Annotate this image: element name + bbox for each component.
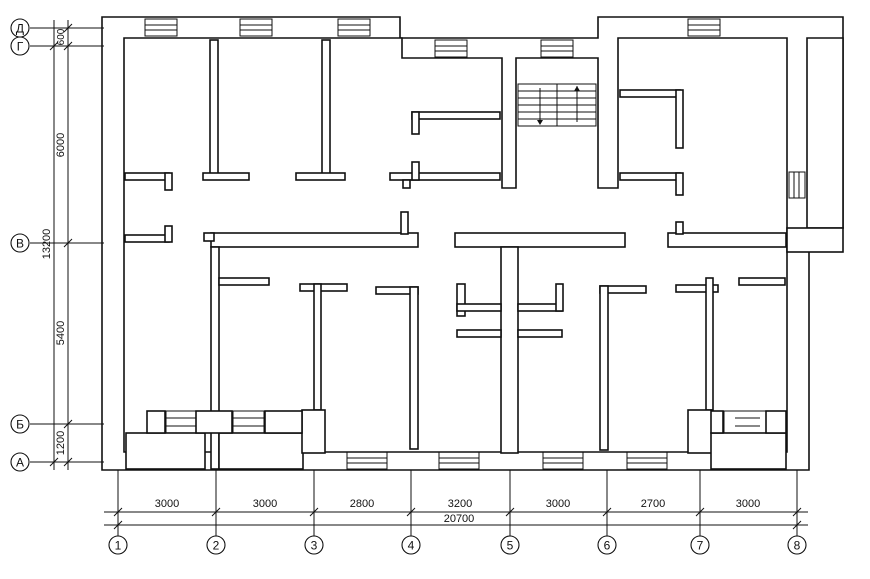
axis-bubble-4: 4 [401,532,421,555]
dim-h-6-7: 2700 [641,498,665,510]
axis-bubbles-horizontal: 1 2 3 4 5 6 7 8 [108,532,807,555]
svg-text:8: 8 [794,539,801,553]
svg-text:2: 2 [213,539,220,553]
vertical-dimension-labels: 600 6000 5400 1200 13200 [41,28,67,455]
windows [144,18,806,470]
vertical-dimension-lines [30,20,104,470]
svg-text:7: 7 [697,539,704,553]
dim-h-7-8: 3000 [736,498,760,510]
dim-h-total: 20700 [444,513,475,525]
axis-bubble-6: 6 [597,532,617,555]
horizontal-dimension-labels: 3000 3000 2800 3200 3000 2700 3000 20700 [155,498,760,525]
axis-bubble-8: 8 [787,532,807,555]
svg-text:5: 5 [507,539,514,553]
axis-bubble-2: 2 [206,532,226,555]
dim-h-4-5: 3200 [448,498,472,510]
dim-v-6000: 6000 [55,133,67,157]
svg-text:1: 1 [115,539,122,553]
axis-bubble-A: А [10,452,30,472]
dim-v-total: 13200 [41,229,53,260]
svg-text:В: В [16,237,24,251]
svg-text:Б: Б [16,418,24,432]
axis-bubbles-vertical: Д Г В Б А [10,18,30,472]
dim-v-600: 600 [56,28,67,45]
axis-bubble-V: В [10,233,30,253]
svg-text:6: 6 [604,539,611,553]
svg-text:Д: Д [16,22,24,36]
dim-h-5-6: 3000 [546,498,570,510]
lower-windows [165,410,767,434]
axis-bubble-G: Г [10,36,30,56]
svg-text:4: 4 [408,539,415,553]
axis-bubble-1: 1 [108,532,128,555]
svg-text:3: 3 [311,539,318,553]
dim-v-5400: 5400 [55,321,67,345]
axis-bubble-7: 7 [690,532,710,555]
dim-h-3-4: 2800 [350,498,374,510]
axis-bubble-B: Б [10,414,30,434]
dim-h-1-2: 3000 [155,498,179,510]
horizontal-dimension-lines [104,470,808,532]
svg-text:А: А [16,456,24,470]
staircase [517,83,597,127]
svg-text:Г: Г [17,40,24,54]
dim-h-2-3: 3000 [253,498,277,510]
axis-bubble-5: 5 [500,532,520,555]
axis-bubble-3: 3 [304,532,324,555]
dim-v-1200: 1200 [55,431,67,455]
axis-bubble-D: Д [10,18,30,38]
